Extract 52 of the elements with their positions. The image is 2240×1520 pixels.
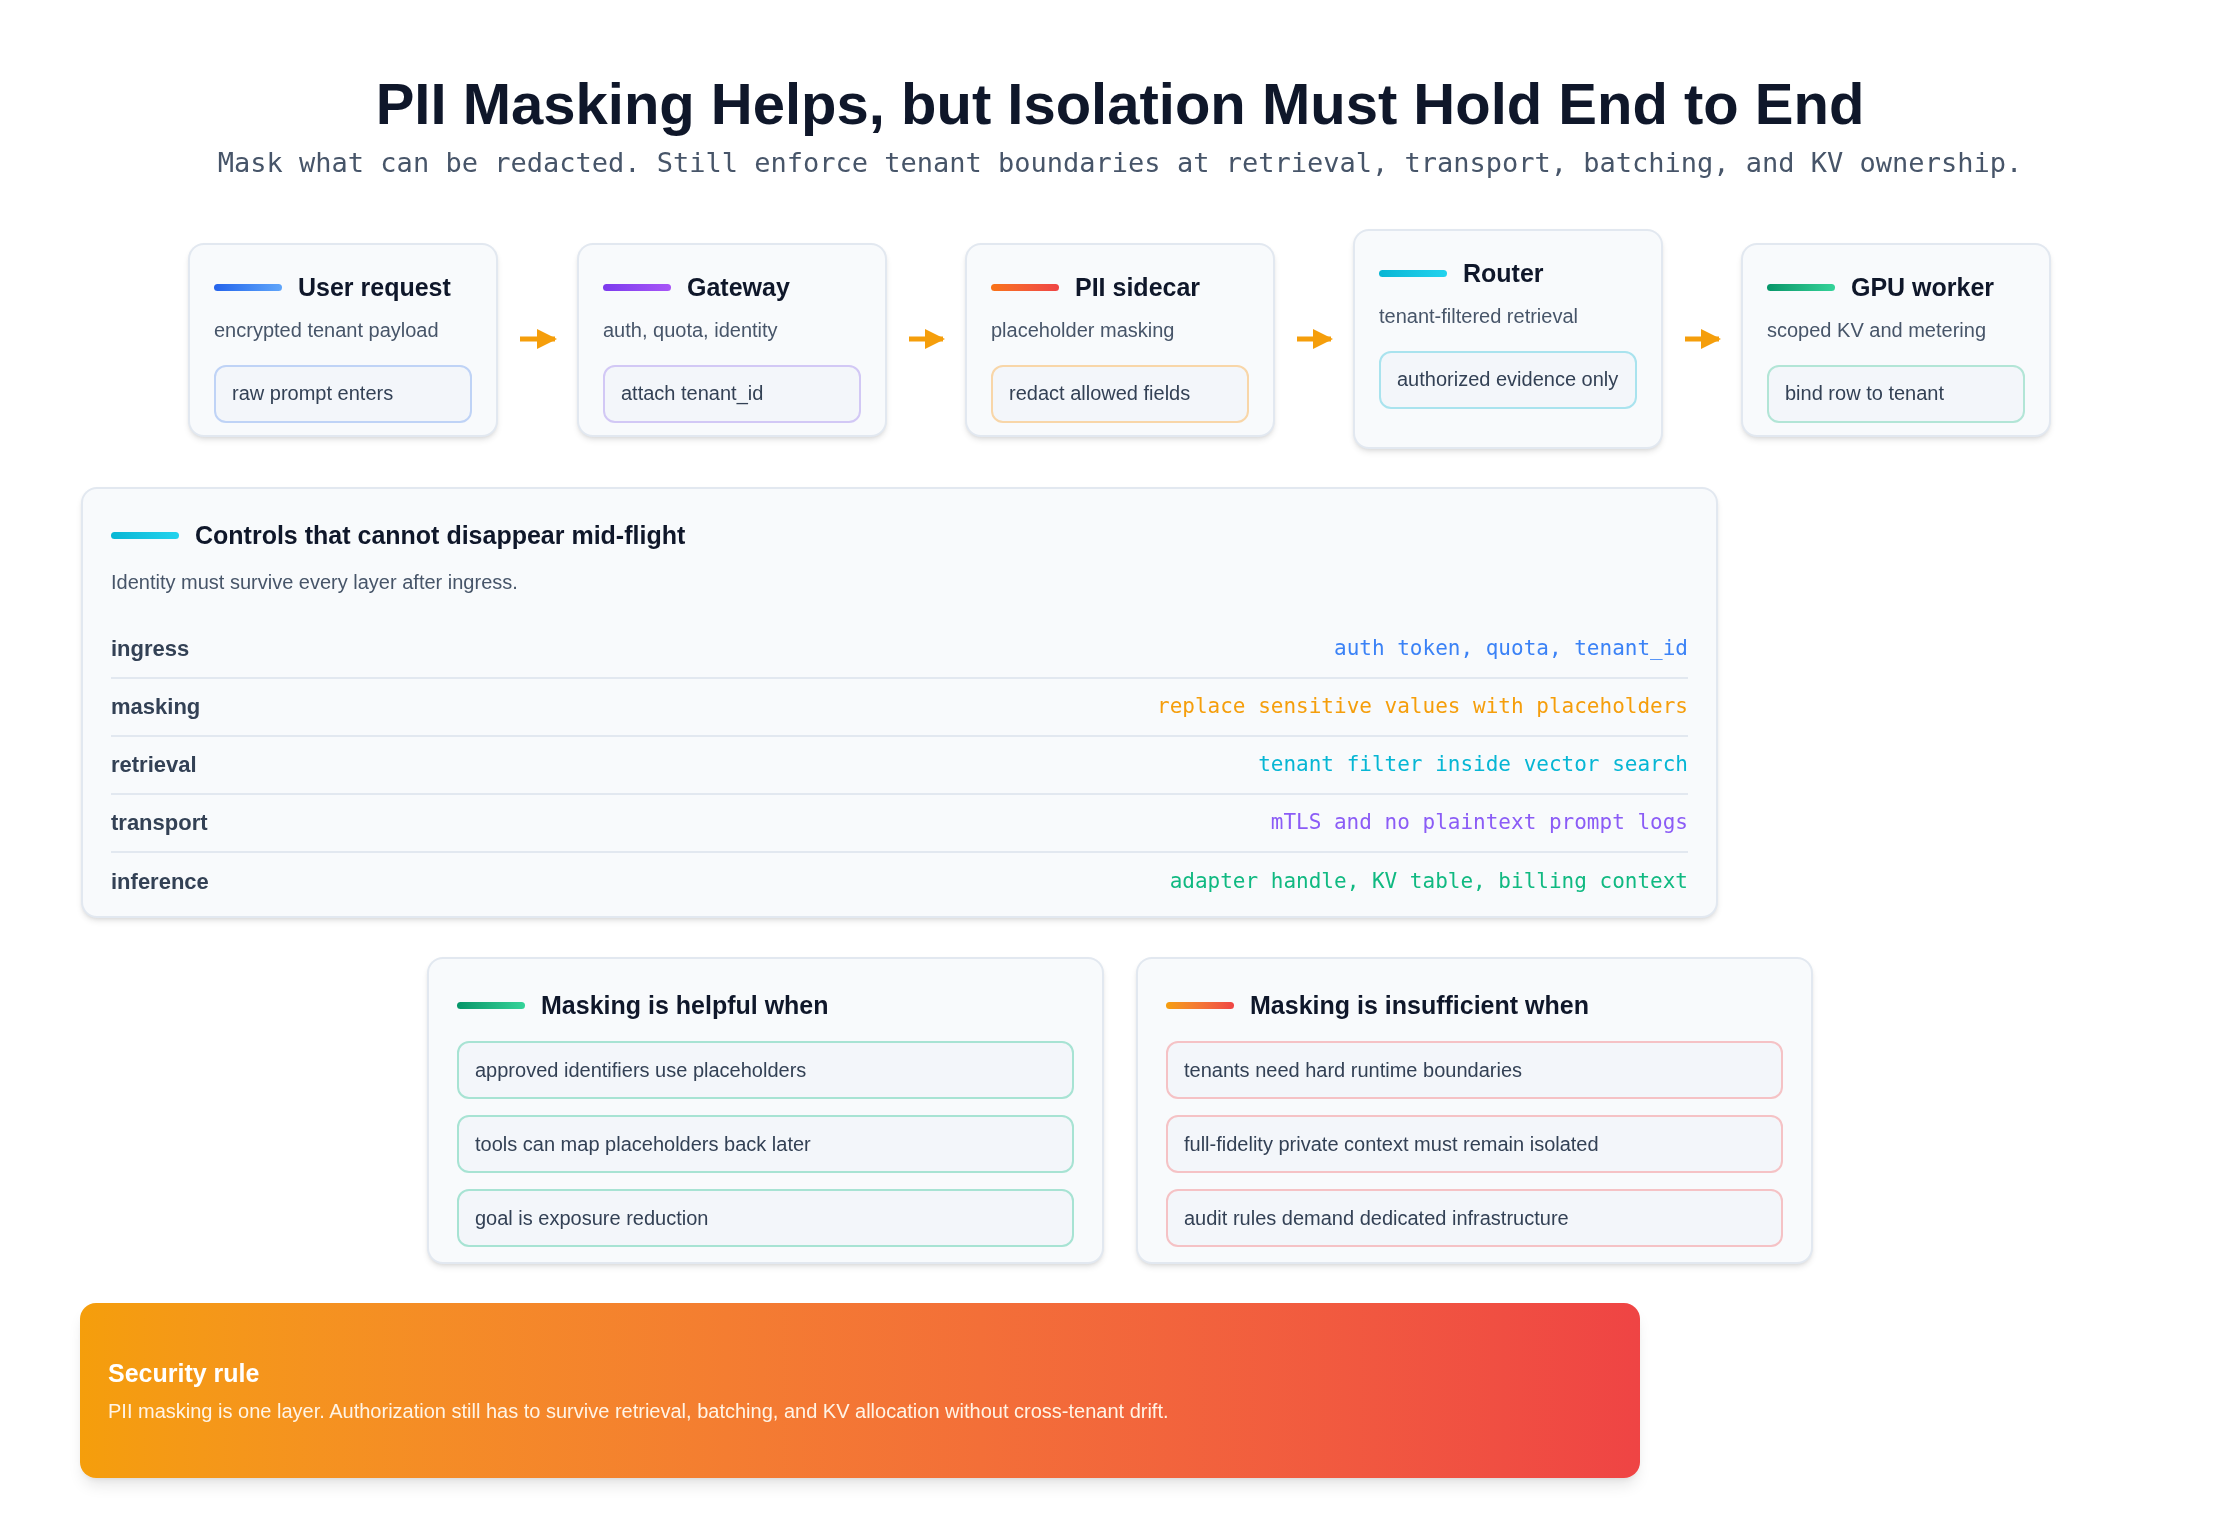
stage-card	[577, 243, 887, 437]
panel-card	[427, 957, 1104, 1264]
row-value: adapter handle, KV table, billing context	[1169, 867, 1688, 895]
card-subtitle: placeholder masking	[991, 317, 1176, 343]
card-heading: Masking is helpful when	[541, 990, 829, 1021]
flow-arrow	[909, 329, 945, 349]
row-value: auth token, quota, tenant_id	[1334, 634, 1688, 662]
condition-item: tenants need hard runtime boundaries	[1166, 1040, 1783, 1099]
condition-item: audit rules demand dedicated infrastructure	[1166, 1188, 1783, 1247]
panel-card	[1136, 957, 1813, 1264]
row-label: masking	[111, 693, 201, 721]
card-subtitle: scoped KV and metering	[1767, 317, 1988, 343]
card-heading: User request	[298, 272, 451, 303]
step-pill: redact allowed fields	[991, 364, 1249, 423]
card-subtitle: auth, quota, identity	[603, 317, 779, 343]
card-subtitle: encrypted tenant payload	[214, 317, 440, 343]
step-pill: bind row to tenant	[1767, 364, 2025, 423]
page-subtitle: Mask what can be redacted. Still enforce tenant boundaries at retrieval, transport, batching, and KV ownership.	[216, 146, 2024, 180]
card-heading: Gateway	[687, 272, 790, 303]
condition-item: approved identifiers use placeholders	[457, 1040, 1074, 1099]
card-subtitle: Identity must survive every layer after ingress.	[111, 569, 519, 595]
row-label: inference	[111, 868, 209, 896]
row-label: ingress	[111, 635, 190, 663]
step-pill: authorized evidence only	[1379, 350, 1637, 409]
flow-arrow	[520, 329, 557, 349]
rule-banner	[80, 1303, 1640, 1478]
row-value: mTLS and no plaintext prompt logs	[1270, 808, 1688, 836]
card-heading: Controls that cannot disappear mid-flight	[195, 520, 686, 551]
row-label: transport	[111, 809, 208, 837]
card-subtitle: tenant-filtered retrieval	[1379, 303, 1579, 329]
stage-card	[1353, 229, 1663, 449]
stage-card	[965, 243, 1275, 437]
card-heading: GPU worker	[1851, 272, 1995, 303]
card-heading: Masking is insufficient when	[1250, 990, 1589, 1021]
condition-item: goal is exposure reduction	[457, 1188, 1074, 1247]
stage-card	[188, 243, 498, 437]
condition-item: full-fidelity private context must remain isolated	[1166, 1114, 1783, 1173]
row-value: replace sensitive values with placeholders	[1157, 692, 1688, 720]
row-value: tenant filter inside vector search	[1258, 750, 1688, 778]
step-pill: raw prompt enters	[214, 364, 472, 423]
flow-arrow	[1297, 329, 1333, 349]
stage-card	[1741, 243, 2051, 437]
panel-card	[81, 487, 1718, 918]
banner-text: PII masking is one layer. Authorization still has to survive retrieval, batching, and KV allocation without cross-tenant drift.	[108, 1399, 1170, 1425]
card-heading: PII sidecar	[1075, 272, 1201, 303]
card-heading: Router	[1463, 258, 1544, 289]
flow-arrow	[1685, 329, 1721, 349]
condition-item: tools can map placeholders back later	[457, 1114, 1074, 1173]
step-pill: attach tenant_id	[603, 364, 861, 423]
page-title: PII Masking Helps, but Isolation Must Hold End to End	[374, 70, 1866, 138]
banner-heading: Security rule	[108, 1357, 261, 1389]
row-label: retrieval	[111, 751, 197, 779]
